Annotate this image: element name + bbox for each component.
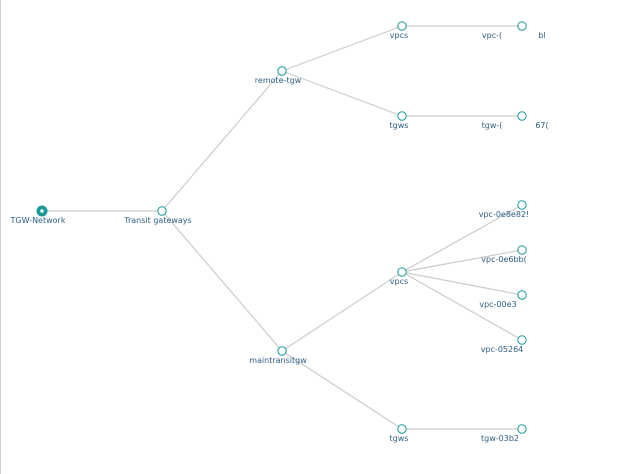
tree-node-main-vpc-2[interactable]: vpc-0e6bb( <box>481 245 527 264</box>
node-label-main-vpc-4[interactable]: vpc-05264 <box>481 345 524 354</box>
tree-link-tg-to-main <box>161 210 283 352</box>
tree-node-main-tgws[interactable]: tgws <box>390 424 409 443</box>
node-label-root[interactable]: TGW-Network <box>10 216 66 225</box>
tree-link-main-vpcs-to-main-vpc-4 <box>401 271 523 341</box>
node-label-remote-tgws[interactable]: tgws <box>390 121 409 130</box>
tree-link-remote-to-remote-vpcs <box>281 25 403 72</box>
node-circle-icon[interactable] <box>397 111 407 121</box>
tree-link-main-to-main-vpcs <box>281 271 403 352</box>
node-circle-icon[interactable] <box>157 206 167 216</box>
tree-node-remote[interactable]: remote-tgw <box>255 66 302 85</box>
node-label-tg[interactable]: Transit gateways <box>123 216 191 225</box>
node-label-main-vpc-3[interactable]: vpc-00e3 <box>479 300 516 309</box>
node-label-main-tgws[interactable]: tgws <box>390 434 409 443</box>
tree-node-remote-vpcs[interactable]: vpcs <box>390 21 408 40</box>
tree-node-main-vpc-3[interactable]: vpc-00e3 <box>479 290 527 309</box>
tree-links <box>42 25 523 430</box>
node-circle-icon[interactable] <box>517 245 527 255</box>
node-label-main-vpc-1[interactable]: vpc-0e8e82! <box>479 210 530 219</box>
node-label-remote-tgw-1[interactable]: tgw-( <box>482 121 503 130</box>
tree-node-root[interactable]: TGW-Network <box>10 205 66 225</box>
node-label-main[interactable]: maintransitgw <box>249 356 307 365</box>
tree-node-main-vpc-4[interactable]: vpc-05264 <box>481 335 527 354</box>
tree-link-main-vpcs-to-main-vpc-3 <box>401 271 523 296</box>
tree-link-tg-to-remote <box>161 70 283 212</box>
node-circle-icon[interactable] <box>517 21 527 31</box>
root-center-dot-icon <box>40 209 44 213</box>
node-circle-icon[interactable] <box>517 424 527 434</box>
tree-node-main-tgw-1[interactable]: tgw-03b2 <box>481 424 527 443</box>
node-label-remote[interactable]: remote-tgw <box>255 76 302 85</box>
tree-link-main-vpcs-to-main-vpc-1 <box>401 204 523 273</box>
node-label-remote-vpc-1[interactable]: vpc-( <box>482 31 502 40</box>
node-circle-icon[interactable] <box>397 21 407 31</box>
tree-node-main[interactable]: maintransitgw <box>249 346 307 365</box>
node-circle-icon[interactable] <box>517 200 527 210</box>
node-circle-icon[interactable] <box>517 111 527 121</box>
tree-node-remote-tgws[interactable]: tgws <box>390 111 409 130</box>
node-circle-icon[interactable] <box>397 424 407 434</box>
tree-node-main-vpcs[interactable]: vpcs <box>390 267 408 286</box>
node-label-main-tgw-1[interactable]: tgw-03b2 <box>481 434 519 443</box>
tree-node-remote-tgw-1[interactable]: tgw-( 67( <box>482 111 549 130</box>
node-label-main-vpc-2[interactable]: vpc-0e6bb( <box>481 255 526 264</box>
tree-node-remote-vpc-1[interactable]: vpc-( bl <box>482 21 546 40</box>
node-label-extra-remote-vpc-1: bl <box>538 31 545 40</box>
node-label-extra-remote-tgw-1: 67( <box>535 121 548 130</box>
node-label-main-vpcs[interactable]: vpcs <box>390 277 408 286</box>
tree-link-main-vpcs-to-main-vpc-2 <box>401 249 523 273</box>
tree-node-main-vpc-1[interactable]: vpc-0e8e82! <box>479 200 530 219</box>
tree-link-main-to-main-tgws <box>281 350 403 430</box>
node-circle-icon[interactable] <box>397 267 407 277</box>
node-circle-icon[interactable] <box>277 346 287 356</box>
node-circle-icon[interactable] <box>517 335 527 345</box>
tree-node-tg[interactable]: Transit gateways <box>123 206 192 225</box>
node-circle-icon[interactable] <box>517 290 527 300</box>
tree-link-remote-to-remote-tgws <box>281 70 403 117</box>
tree-nodes: TGW-Network Transit gateways remote-tgw vpc… <box>10 21 549 443</box>
node-label-remote-vpcs[interactable]: vpcs <box>390 31 408 40</box>
node-circle-icon[interactable] <box>277 66 287 76</box>
